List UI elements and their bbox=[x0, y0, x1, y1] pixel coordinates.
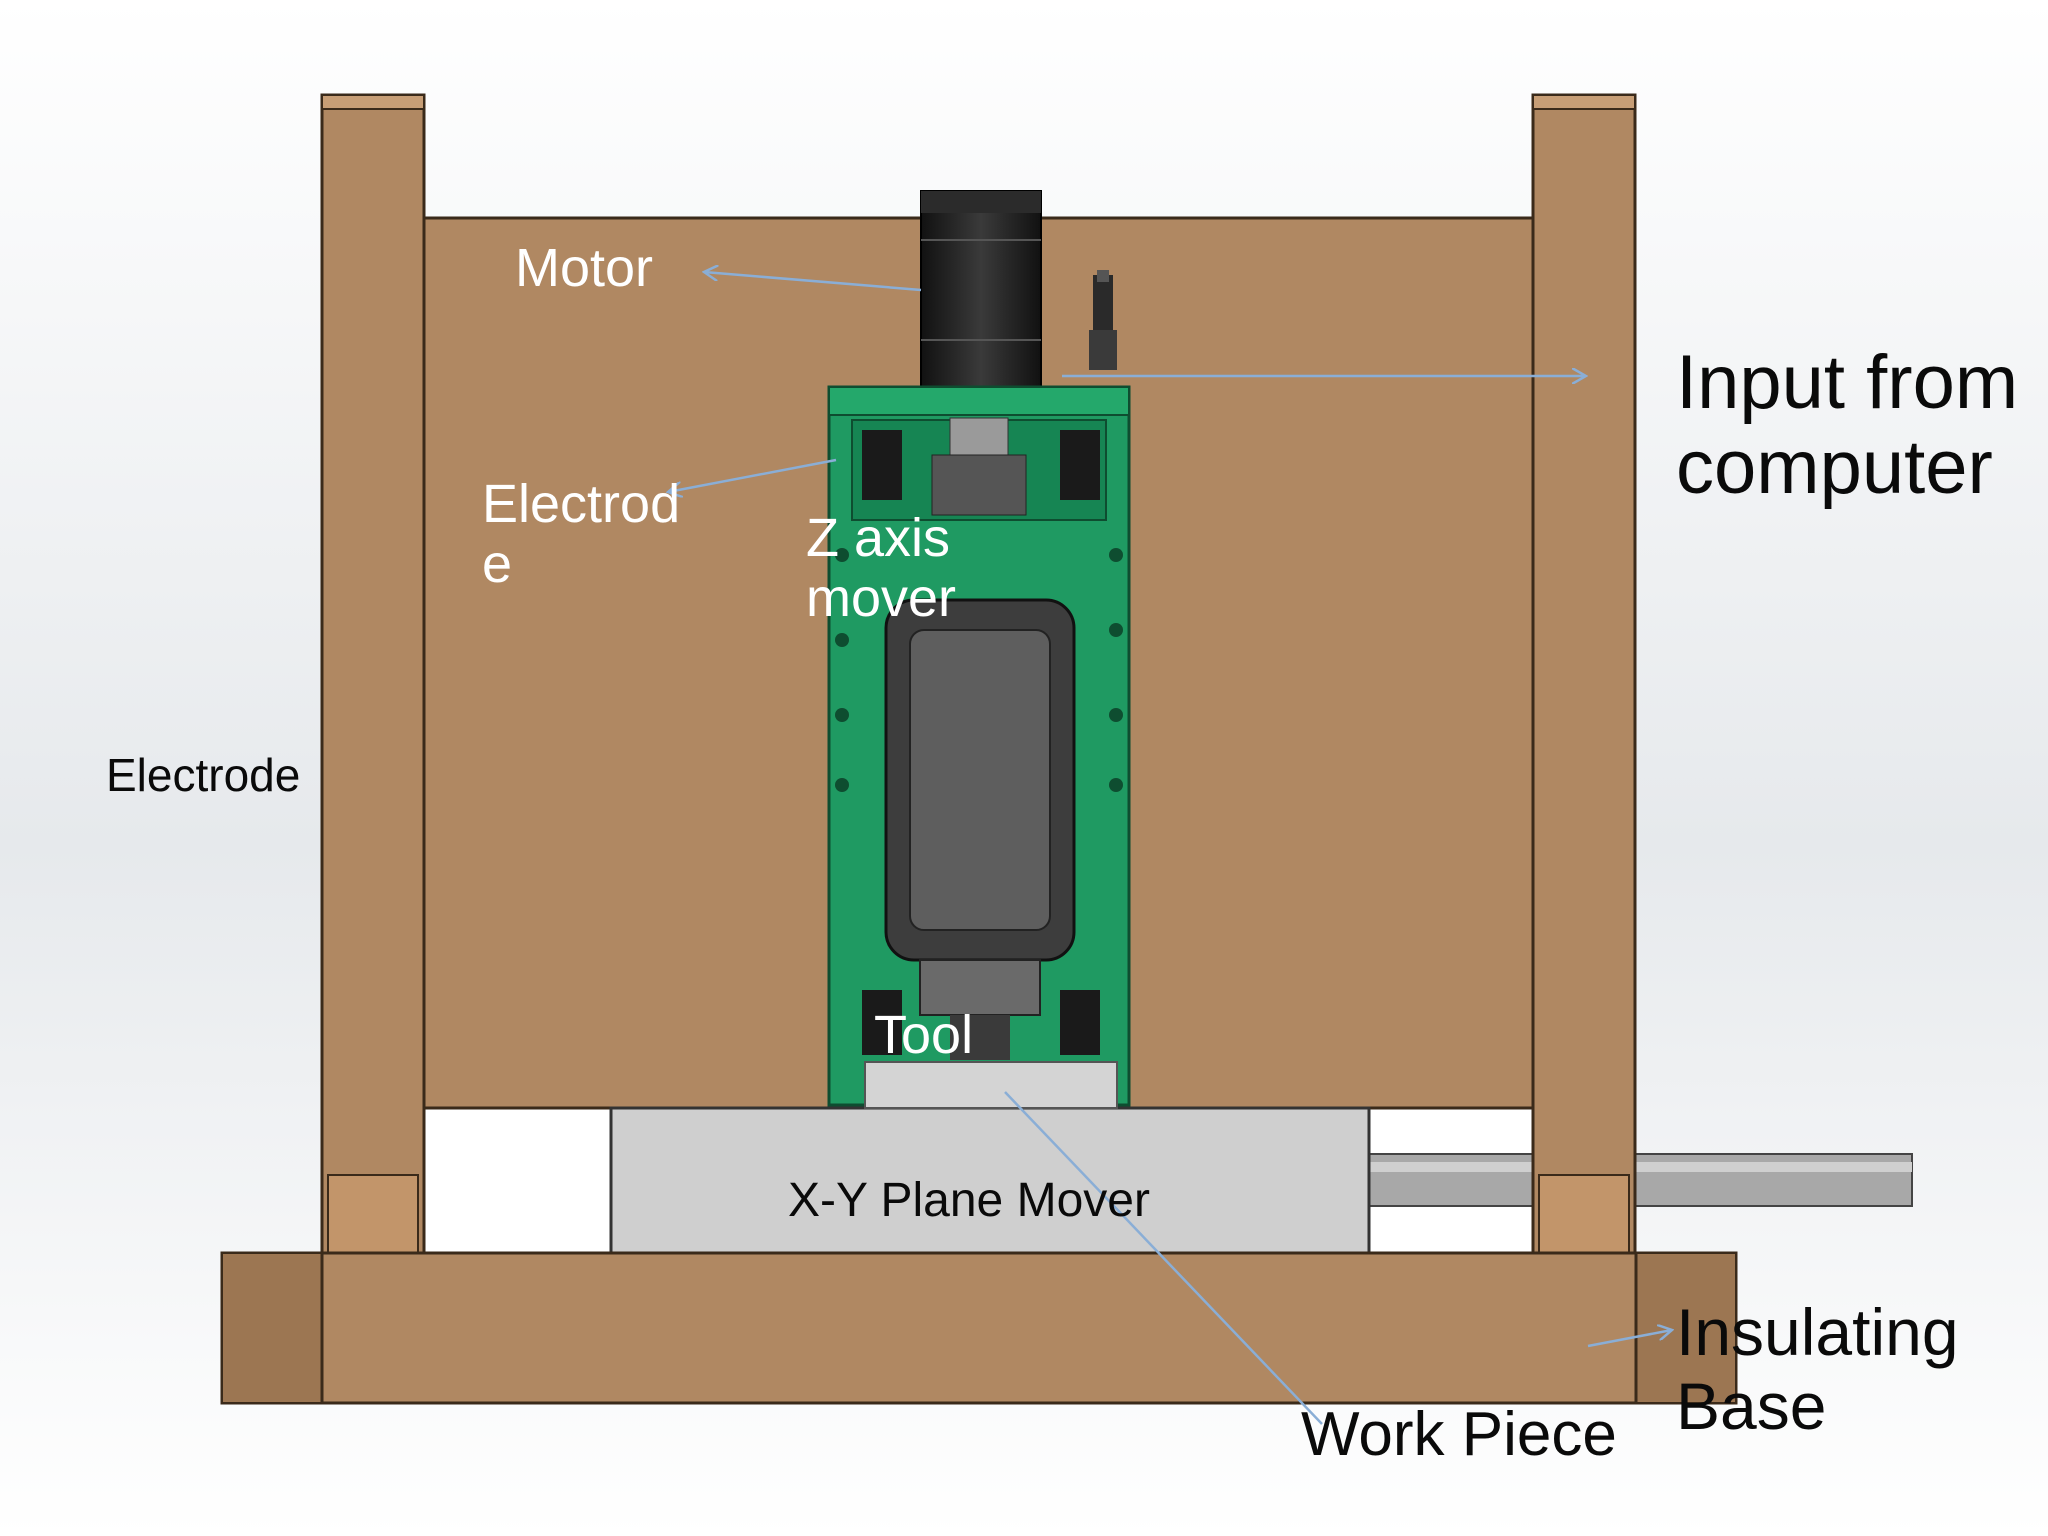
insulating-base-label: Insulating Base bbox=[1676, 1295, 1959, 1443]
work-piece bbox=[864, 1061, 1118, 1109]
xy-plane-mover-label: X-Y Plane Mover bbox=[788, 1174, 1150, 1227]
work-piece-line bbox=[1004, 1091, 1323, 1425]
motor-arrow bbox=[704, 272, 922, 292]
electrode-arrow bbox=[668, 458, 837, 492]
stepper-motor bbox=[920, 190, 1042, 390]
motor-label: Motor bbox=[515, 238, 654, 298]
input-from-computer-label: Input from computer bbox=[1676, 340, 2019, 511]
electrode-inner-label: Electrod e bbox=[482, 474, 681, 595]
right-pillar bbox=[1531, 93, 1637, 1255]
insulating-arrow bbox=[1587, 1330, 1672, 1348]
electrode-outer-label: Electrode bbox=[106, 749, 301, 801]
z-axis-mover-label: Z axis mover bbox=[806, 508, 957, 629]
insulating-base bbox=[220, 1251, 1738, 1405]
guide-rod bbox=[1367, 1153, 1913, 1207]
left-pillar bbox=[320, 93, 426, 1255]
z-axis-carriage bbox=[827, 385, 1131, 1107]
input-connector bbox=[1089, 270, 1117, 370]
work-piece-label: Work Piece bbox=[1301, 1400, 1617, 1469]
tool-label: Tool bbox=[874, 1005, 974, 1065]
